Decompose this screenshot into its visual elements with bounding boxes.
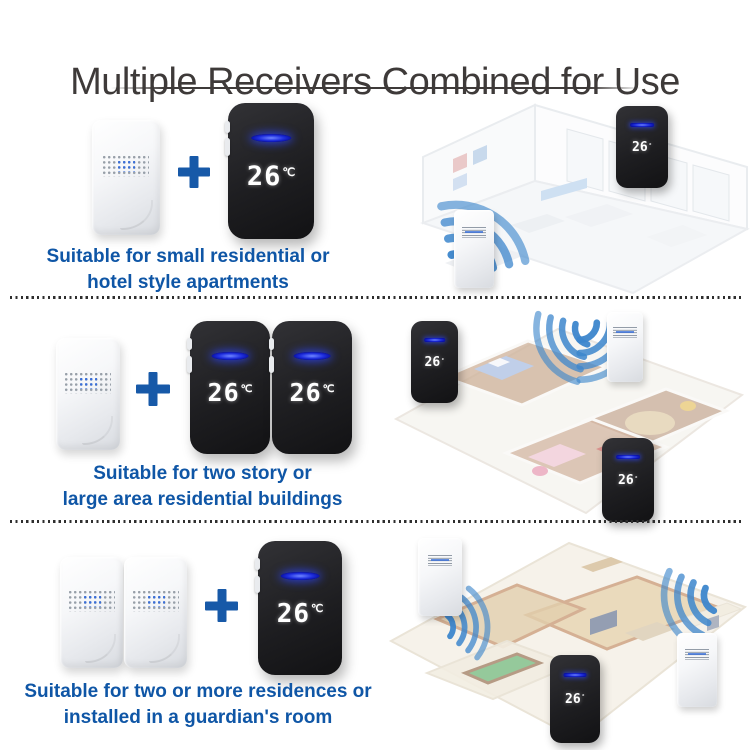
temperature-display: 26℃ xyxy=(228,161,314,192)
caption-line: Suitable for two or more residences or xyxy=(24,681,372,702)
temperature-value: 26 xyxy=(424,355,441,371)
temperature-display: 26℃ xyxy=(272,378,352,407)
speaker-grille xyxy=(685,649,709,661)
plus-icon xyxy=(205,589,238,622)
led-indicator xyxy=(563,673,587,678)
dotted-divider-1 xyxy=(10,296,744,299)
caption-line: hotel style apartments xyxy=(87,272,289,293)
caption-line: Suitable for small residential or xyxy=(46,246,330,267)
page-title: Multiple Receivers Combined for Use xyxy=(70,61,680,104)
temperature-display: 26° xyxy=(602,473,654,488)
speaker-grille xyxy=(103,155,149,177)
led-indicator xyxy=(251,134,291,143)
temperature-value: 26 xyxy=(632,140,648,156)
transmitter-device xyxy=(92,120,160,235)
caption-line: Suitable for two story or xyxy=(93,463,312,484)
temperature-display: 26° xyxy=(550,692,600,707)
receiver-in-house: 26° xyxy=(616,106,668,188)
transmitter-in-house xyxy=(454,210,494,288)
caption-line: large area residential buildings xyxy=(62,489,343,510)
receiver-in-house: 26° xyxy=(602,438,654,522)
temperature-unit: ℃ xyxy=(282,164,296,179)
temperature-unit: ° xyxy=(648,142,652,149)
speaker-grille xyxy=(462,227,486,239)
transmitter-in-house xyxy=(607,312,643,382)
plus-icon xyxy=(136,372,170,406)
transmitter-in-house xyxy=(677,633,717,707)
temperature-unit: ℃ xyxy=(322,383,335,396)
receiver-in-house: 26° xyxy=(550,655,600,743)
transmitter-device xyxy=(124,557,187,668)
case-crease xyxy=(119,200,153,230)
receiver-device: 26℃ xyxy=(225,103,314,239)
usage-caption-1: Suitable for small residential or hotel … xyxy=(18,244,358,296)
speaker-grille xyxy=(428,555,452,567)
temperature-value: 26 xyxy=(289,378,322,408)
temperature-value: 26 xyxy=(618,473,634,489)
transmitter-device xyxy=(56,338,120,450)
temperature-value: 26 xyxy=(565,691,581,707)
temperature-unit: ° xyxy=(581,694,585,701)
temperature-unit: ° xyxy=(634,475,638,482)
led-indicator xyxy=(616,455,640,460)
large-residence-floorplan-art xyxy=(388,541,748,741)
house-illustration-3: 26° xyxy=(385,523,750,745)
wifi-signal-icon xyxy=(486,301,599,414)
led-indicator xyxy=(630,122,654,127)
speaker-grille xyxy=(68,591,115,613)
temperature-display: 26° xyxy=(616,140,668,155)
case-crease xyxy=(81,416,113,445)
house-illustration-1: 26° xyxy=(415,95,750,295)
two-story-floorplan-art xyxy=(393,327,745,515)
transmitter-in-house xyxy=(418,538,462,616)
receiver-device: 26℃ xyxy=(269,321,352,454)
temperature-display: 26℃ xyxy=(258,599,342,629)
wifi-signal-icon xyxy=(426,144,566,284)
receiver-in-house: 26° xyxy=(411,321,458,403)
receiver-device: 26℃ xyxy=(187,321,270,454)
temperature-display: 26° xyxy=(411,355,458,370)
receiver-device: 26℃ xyxy=(255,541,342,675)
temperature-unit: ℃ xyxy=(311,602,324,616)
house-illustration-2: 26° 26° xyxy=(388,303,750,525)
apartment-floorplan-art xyxy=(420,103,750,295)
case-crease xyxy=(149,634,180,663)
led-indicator xyxy=(423,337,446,342)
temperature-unit: ° xyxy=(441,357,445,364)
case-crease xyxy=(85,634,116,663)
speaker-grille xyxy=(65,372,111,394)
temperature-unit: ℃ xyxy=(240,383,253,396)
led-indicator xyxy=(280,571,320,580)
temperature-value: 26 xyxy=(207,378,240,408)
temperature-value: 26 xyxy=(246,161,282,193)
speaker-grille xyxy=(132,591,179,613)
temperature-display: 26℃ xyxy=(190,378,270,407)
dotted-divider-2 xyxy=(10,520,744,523)
transmitter-device xyxy=(60,557,123,668)
led-indicator xyxy=(293,351,331,360)
speaker-grille xyxy=(613,327,637,339)
title-underline xyxy=(111,87,641,89)
temperature-value: 26 xyxy=(276,598,311,629)
caption-line: installed in a guardian's room xyxy=(63,707,333,728)
usage-caption-3: Suitable for two or more residences or i… xyxy=(0,679,396,731)
led-indicator xyxy=(211,351,249,360)
plus-icon xyxy=(178,156,210,188)
usage-caption-2: Suitable for two story or large area res… xyxy=(25,461,380,513)
